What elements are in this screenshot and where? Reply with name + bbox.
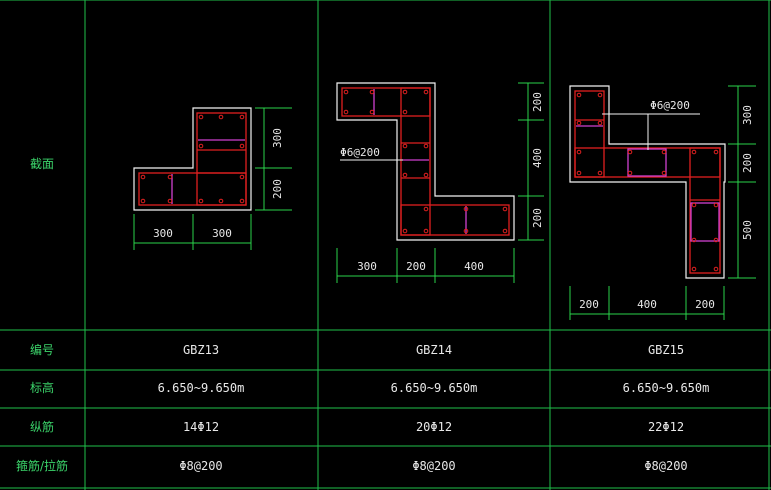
gbz15-ties: [576, 125, 720, 242]
gbz13-dim-right-1: 300: [271, 128, 284, 148]
gbz14-bars: [343, 89, 508, 234]
gbz15-dim-bottom-3: 200: [695, 298, 715, 311]
gbz13-bars: [140, 114, 245, 204]
gbz14-dim-bottom-1: 300: [357, 260, 377, 273]
row-label-code: 编号: [30, 342, 54, 357]
gbz15-dim-right-1: 300: [741, 105, 754, 125]
gbz13-elevation: 6.650~9.650m: [158, 381, 245, 395]
gbz15-stirrup: Φ8@200: [644, 459, 687, 473]
gbz13-stirrup: Φ8@200: [179, 459, 222, 473]
gbz14-code: GBZ14: [416, 343, 452, 357]
gbz14-longitudinal: 20Φ12: [416, 420, 452, 434]
gbz15-callout-leader: [602, 113, 700, 150]
gbz13-outline: [133, 107, 252, 211]
gbz15-outline: [569, 85, 726, 279]
gbz14-dim-lines: [336, 82, 544, 283]
gbz15-code: GBZ15: [648, 343, 684, 357]
gbz15-callout: Φ6@200: [650, 99, 690, 112]
gbz15-section: Φ6@200 300 200 500 200 400 200: [569, 85, 756, 320]
row-label-elevation: 标高: [30, 380, 54, 395]
gbz15-elevation: 6.650~9.650m: [623, 381, 710, 395]
gbz13-ties: [171, 139, 245, 204]
gbz14-dim-right-2: 400: [531, 148, 544, 168]
gbz14-ties: [373, 89, 467, 234]
gbz13-dim-lines: [133, 107, 292, 250]
gbz14-elevation: 6.650~9.650m: [391, 381, 478, 395]
gbz15-dim-right-2: 200: [741, 153, 754, 173]
gbz13-longitudinal: 14Φ12: [183, 420, 219, 434]
gbz15-bars: [576, 92, 719, 272]
gbz13-dim-bottom-1: 300: [153, 227, 173, 240]
gbz14-dim-bottom-2: 200: [406, 260, 426, 273]
gbz15-dim-right-3: 500: [741, 220, 754, 240]
gbz15-dim-bottom-1: 200: [579, 298, 599, 311]
row-label-section: 截面: [30, 157, 54, 171]
gbz15-longitudinal: 22Φ12: [648, 420, 684, 434]
gbz15-dim-lines: [569, 85, 756, 320]
gbz14-callout: Φ6@200: [340, 146, 380, 159]
gbz13-dim-bottom-2: 300: [212, 227, 232, 240]
gbz14-dim-right-1: 200: [531, 92, 544, 112]
gbz14-section: Φ6@200 200 400 200 300 200 400: [336, 82, 544, 283]
row-label-longitudinal: 纵筋: [30, 419, 54, 434]
gbz15-dim-bottom-2: 400: [637, 298, 657, 311]
gbz13-section: 300 200 300 300: [133, 107, 292, 250]
gbz13-code: GBZ13: [183, 343, 219, 357]
gbz14-stirrup: Φ8@200: [412, 459, 455, 473]
gbz14-dim-right-3: 200: [531, 208, 544, 228]
gbz14-dim-bottom-3: 400: [464, 260, 484, 273]
gbz13-dim-right-2: 200: [271, 179, 284, 199]
row-label-stirrup: 箍筋/拉筋: [16, 458, 68, 473]
gbz13-stirrups: [138, 112, 247, 206]
gbz14-outline: [336, 82, 515, 241]
gbz14-stirrups: [341, 87, 510, 236]
